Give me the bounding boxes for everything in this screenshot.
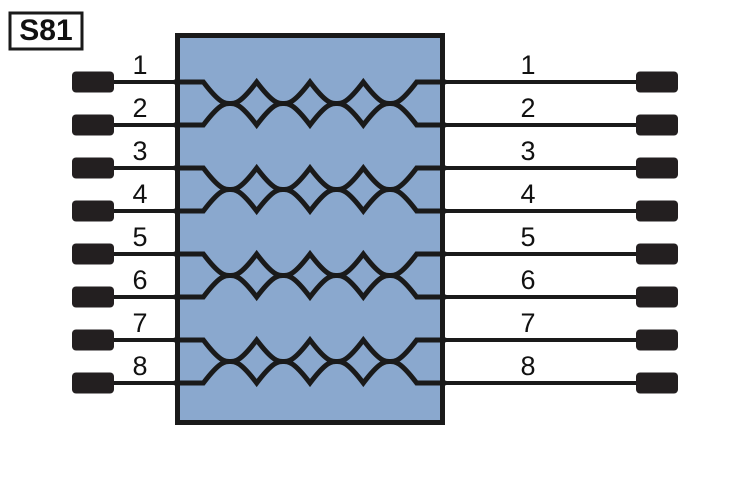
terminals-group <box>72 71 678 394</box>
terminal-right-5[interactable] <box>636 243 678 265</box>
pair-1-strand-b <box>172 77 448 130</box>
terminal-right-8[interactable] <box>636 372 678 394</box>
terminal-left-8[interactable] <box>72 372 114 394</box>
pin-label-right-3: 3 <box>520 136 535 166</box>
terminal-right-3[interactable] <box>636 157 678 179</box>
pin-label-right-2: 2 <box>520 93 535 123</box>
part-tag-label: S81 <box>19 14 72 47</box>
pin-label-right-5: 5 <box>520 222 535 252</box>
pin-label-left-7: 7 <box>132 308 147 338</box>
pin-label-left-4: 4 <box>132 179 147 209</box>
twisted-pairs-group <box>172 77 448 388</box>
terminal-right-4[interactable] <box>636 200 678 222</box>
terminal-left-6[interactable] <box>72 286 114 308</box>
part-tag-group: S81 <box>8 11 84 51</box>
terminal-right-1[interactable] <box>636 71 678 93</box>
pin-label-left-5: 5 <box>132 222 147 252</box>
terminal-right-7[interactable] <box>636 329 678 351</box>
part-tag-box <box>8 11 84 51</box>
pin-label-left-8: 8 <box>132 351 147 381</box>
terminal-right-2[interactable] <box>636 114 678 136</box>
terminal-left-3[interactable] <box>72 157 114 179</box>
pin-labels-group: 1 2 3 4 5 6 7 8 1 2 3 4 5 6 7 8 <box>132 50 535 381</box>
pair-2-strand-b <box>172 163 448 216</box>
pin-label-left-2: 2 <box>132 93 147 123</box>
pin-label-left-3: 3 <box>132 136 147 166</box>
pair-4-strand-b <box>172 335 448 388</box>
pair-3-strand-b <box>172 249 448 302</box>
terminal-right-6[interactable] <box>636 286 678 308</box>
pin-label-left-1: 1 <box>132 50 147 80</box>
pin-label-left-6: 6 <box>132 265 147 295</box>
terminal-left-5[interactable] <box>72 243 114 265</box>
terminal-left-2[interactable] <box>72 114 114 136</box>
pin-label-right-1: 1 <box>520 50 535 80</box>
terminal-left-4[interactable] <box>72 200 114 222</box>
terminal-left-1[interactable] <box>72 71 114 93</box>
wires-group <box>114 80 636 385</box>
terminal-left-7[interactable] <box>72 329 114 351</box>
pin-label-right-7: 7 <box>520 308 535 338</box>
pin-label-right-4: 4 <box>520 179 535 209</box>
pin-label-right-6: 6 <box>520 265 535 295</box>
pin-label-right-8: 8 <box>520 351 535 381</box>
